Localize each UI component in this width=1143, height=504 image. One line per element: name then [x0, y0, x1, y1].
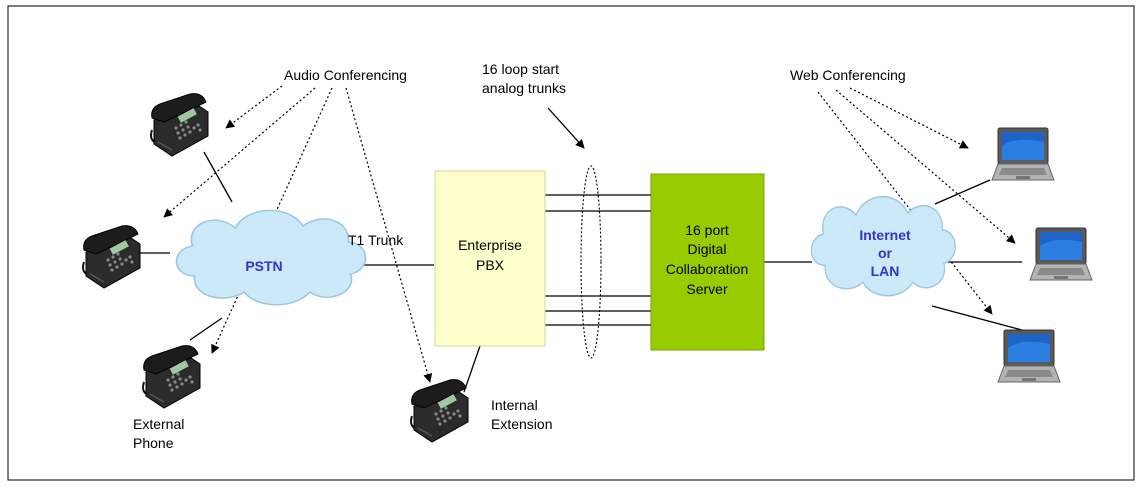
laptop-icon: [1029, 227, 1093, 281]
trunk-note-line2: analog trunks: [482, 80, 566, 96]
arrow-audio-internal: [345, 87, 433, 383]
laptop-icon: [997, 329, 1061, 383]
server-label-line1: 16 port: [685, 222, 729, 238]
audio-conferencing-label: Audio Conferencing: [284, 67, 407, 83]
link-pbx-internal: [463, 345, 481, 393]
link-internet-laptop-3: [931, 305, 1023, 331]
pbx-box: [434, 170, 546, 347]
server-box: [650, 173, 765, 351]
link-phone-bottom-pstn: [189, 317, 223, 341]
web-conferencing-label: Web Conferencing: [790, 67, 906, 83]
external-phone-label-line1: External: [133, 416, 184, 432]
internal-extension-label-line1: Internal: [491, 397, 538, 413]
arrow-audio-phone-mid: [163, 87, 316, 218]
server-label-line2: Digital: [688, 241, 727, 257]
internet-label-line1: Internet: [859, 227, 911, 243]
pbx-label-line1: Enterprise: [458, 237, 522, 253]
internet-label-line3: LAN: [871, 263, 900, 279]
link-internet-laptop-1: [934, 179, 991, 205]
laptop-icon: [991, 127, 1055, 181]
server-label-line3: Collaboration: [666, 261, 749, 277]
arrow-web-laptop-3: [817, 91, 993, 315]
internet-label-line2: or: [878, 245, 893, 261]
server-label-line4: Server: [686, 281, 728, 297]
arrow-web-laptop-2: [835, 89, 1016, 244]
trunk-group-ellipse: [580, 165, 602, 359]
pstn-label: PSTN: [245, 258, 282, 274]
solid-links: [140, 151, 1023, 393]
internal-extension-label-line2: Extension: [491, 416, 552, 432]
arrow-trunk-note: [547, 107, 585, 149]
trunk-note-line1: 16 loop start: [482, 61, 559, 77]
link-phone-top-pstn: [203, 151, 233, 203]
t1-trunk-label: T1 Trunk: [348, 232, 404, 248]
diagram-border: [7, 5, 1135, 481]
pbx-label-line2: PBX: [476, 257, 505, 273]
external-phone-label-line2: Phone: [133, 435, 174, 451]
